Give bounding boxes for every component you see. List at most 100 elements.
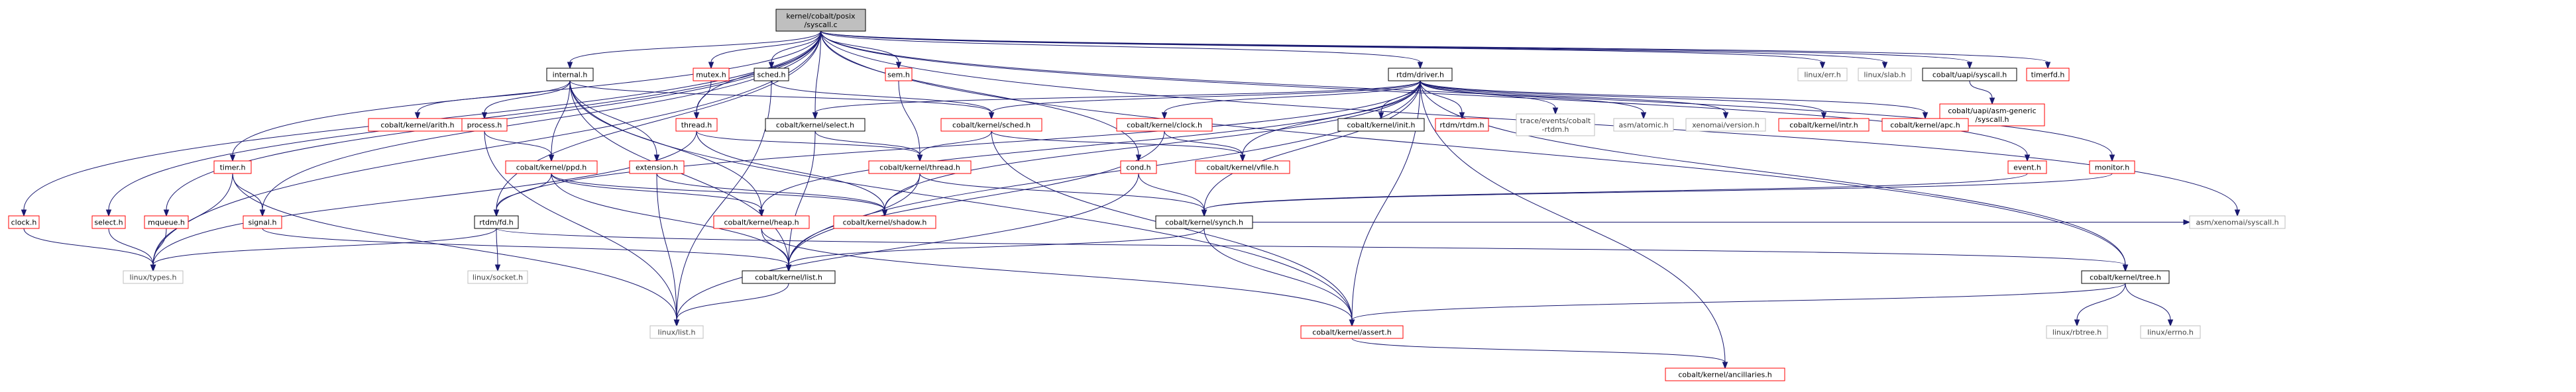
node-ktree[interactable]: cobalt/kernel/tree.h [2081, 270, 2170, 284]
arrowhead [1722, 362, 1728, 369]
node-select[interactable]: select.h [91, 215, 126, 229]
edge-root-to-timer [229, 30, 821, 162]
node-label: timer.h [220, 164, 246, 172]
arrowhead [2109, 154, 2115, 162]
node-thread[interactable]: thread.h [675, 118, 718, 132]
node-rtdmrtdm[interactable]: rtdm/rtdm.h [1435, 118, 1489, 132]
node-label: cobalt/kernel/arith.h [380, 121, 454, 130]
node-mutex[interactable]: mutex.h [693, 68, 730, 81]
node-event[interactable]: event.h [2007, 160, 2047, 174]
node-ksynch[interactable]: cobalt/kernel/synch.h [1155, 215, 1253, 229]
node-kppd[interactable]: cobalt/kernel/ppd.h [505, 160, 598, 174]
node-rtdmfd[interactable]: rtdm/fd.h [474, 215, 519, 229]
arrowhead [2074, 319, 2080, 327]
node-box [2007, 160, 2047, 174]
edge-cond-to-ksynch [1138, 173, 1207, 217]
node-label: select.h [94, 219, 123, 227]
node-box [2189, 215, 2286, 229]
node-mqueue[interactable]: mqueue.h [144, 215, 189, 229]
node-label: cobalt/uapi/syscall.h [1932, 71, 2007, 79]
arrowhead [1459, 112, 1465, 120]
arrowhead [653, 154, 660, 162]
node-clock[interactable]: clock.h [8, 215, 40, 229]
edge-ksynch-to-asmxensyscall [1253, 219, 2191, 225]
node-label: cobalt/kernel/init.h [1347, 121, 1415, 130]
edge-root-to-timerfd [820, 30, 2051, 70]
node-rtdmdriver[interactable]: rtdm/driver.h [1388, 68, 1453, 81]
node-extension[interactable]: extension.h [629, 160, 685, 174]
node-process[interactable]: process.h [461, 118, 508, 132]
node-box [1797, 68, 1848, 81]
arrowhead [567, 62, 573, 70]
edge-signal-to-klist [262, 228, 792, 272]
edge-root-to-signal [259, 30, 821, 217]
node-linuxsocket: linux/socket.h [467, 270, 528, 284]
node-timer[interactable]: timer.h [213, 160, 252, 174]
node-kvfile[interactable]: cobalt/kernel/vfile.h [1195, 160, 1290, 174]
node-klist[interactable]: cobalt/kernel/list.h [742, 270, 836, 284]
arrowhead [1881, 62, 1888, 70]
node-label: cobalt/kernel/sched.h [952, 121, 1031, 130]
node-kintr[interactable]: cobalt/kernel/intr.h [1778, 118, 1870, 132]
edges-layer [21, 30, 2241, 369]
edge-ksched-to-kvfile [991, 130, 1246, 162]
node-kapc[interactable]: cobalt/kernel/apc.h [1881, 118, 1969, 132]
edge-extension-to-kshadow [656, 173, 888, 217]
node-box [1116, 118, 1213, 132]
node-ksched[interactable]: cobalt/kernel/sched.h [940, 118, 1042, 132]
node-label: linux/errno.h [2147, 328, 2194, 337]
node-label: extension.h [636, 164, 678, 172]
node-kinit[interactable]: cobalt/kernel/init.h [1337, 118, 1425, 132]
node-box [1195, 160, 1290, 174]
node-label: rtdm/fd.h [479, 219, 514, 227]
arrowhead [1378, 112, 1384, 120]
node-root[interactable]: kernel/cobalt/posix/syscall.c [775, 9, 866, 32]
node-internal[interactable]: internal.h [546, 68, 594, 81]
arrowhead [758, 209, 765, 217]
arrowhead [1640, 112, 1647, 120]
node-signal[interactable]: signal.h [243, 215, 282, 229]
node-kclock[interactable]: cobalt/kernel/clock.h [1116, 118, 1213, 132]
arrowhead [163, 209, 170, 217]
node-kshadow[interactable]: cobalt/kernel/shadow.h [833, 215, 936, 229]
node-box [775, 9, 866, 32]
edge-rtdmdriver-to-kintr [1420, 80, 1827, 120]
node-monitor[interactable]: monitor.h [2089, 160, 2135, 174]
node-box [2026, 68, 2070, 81]
node-box [1300, 325, 1404, 339]
node-box [1778, 118, 1870, 132]
edge-internal-to-process [481, 80, 571, 120]
node-cond[interactable]: cond.h [1120, 160, 1157, 174]
arrowhead [21, 209, 27, 217]
node-linuxrbtree: linux/rbtree.h [2046, 325, 2108, 339]
node-kancillaries[interactable]: cobalt/kernel/ancillaries.h [1665, 368, 1785, 381]
arrowhead [881, 209, 888, 217]
edge-ktree-to-linuxerrno [2125, 283, 2174, 327]
node-box [1858, 68, 1912, 81]
node-label: linux/rbtree.h [2052, 328, 2101, 337]
node-kernelarith[interactable]: cobalt/kernel/arith.h [368, 118, 467, 132]
node-label: monitor.h [2095, 164, 2130, 172]
node-label: cobalt/kernel/intr.h [1789, 121, 1858, 130]
edge-rtdmfd-to-linuxtypes [150, 228, 497, 272]
edge-kclock-to-kvfile [1164, 130, 1246, 162]
node-kheap[interactable]: cobalt/kernel/heap.h [713, 215, 810, 229]
arrowhead [1552, 107, 1559, 115]
node-sched[interactable]: sched.h [754, 68, 789, 81]
node-box [713, 215, 810, 229]
node-label: signal.h [248, 219, 276, 227]
node-kassert[interactable]: cobalt/kernel/assert.h [1300, 325, 1404, 339]
node-uapisyscall[interactable]: cobalt/uapi/syscall.h [1922, 68, 2017, 81]
node-label: cobalt/kernel/list.h [755, 273, 822, 282]
node-box [461, 118, 508, 132]
node-timerfd[interactable]: timerfd.h [2026, 68, 2070, 81]
node-box [123, 270, 184, 284]
node-kselect[interactable]: cobalt/kernel/select.h [765, 118, 866, 132]
node-kthread[interactable]: cobalt/kernel/thread.h [868, 160, 972, 174]
arrowhead [105, 209, 112, 217]
node-label: cobalt/kernel/ppd.h [516, 164, 587, 172]
node-box [8, 215, 40, 229]
node-label: cobalt/kernel/assert.h [1312, 328, 1391, 337]
node-sem[interactable]: sem.h [885, 68, 913, 81]
node-label: mqueue.h [148, 219, 185, 227]
